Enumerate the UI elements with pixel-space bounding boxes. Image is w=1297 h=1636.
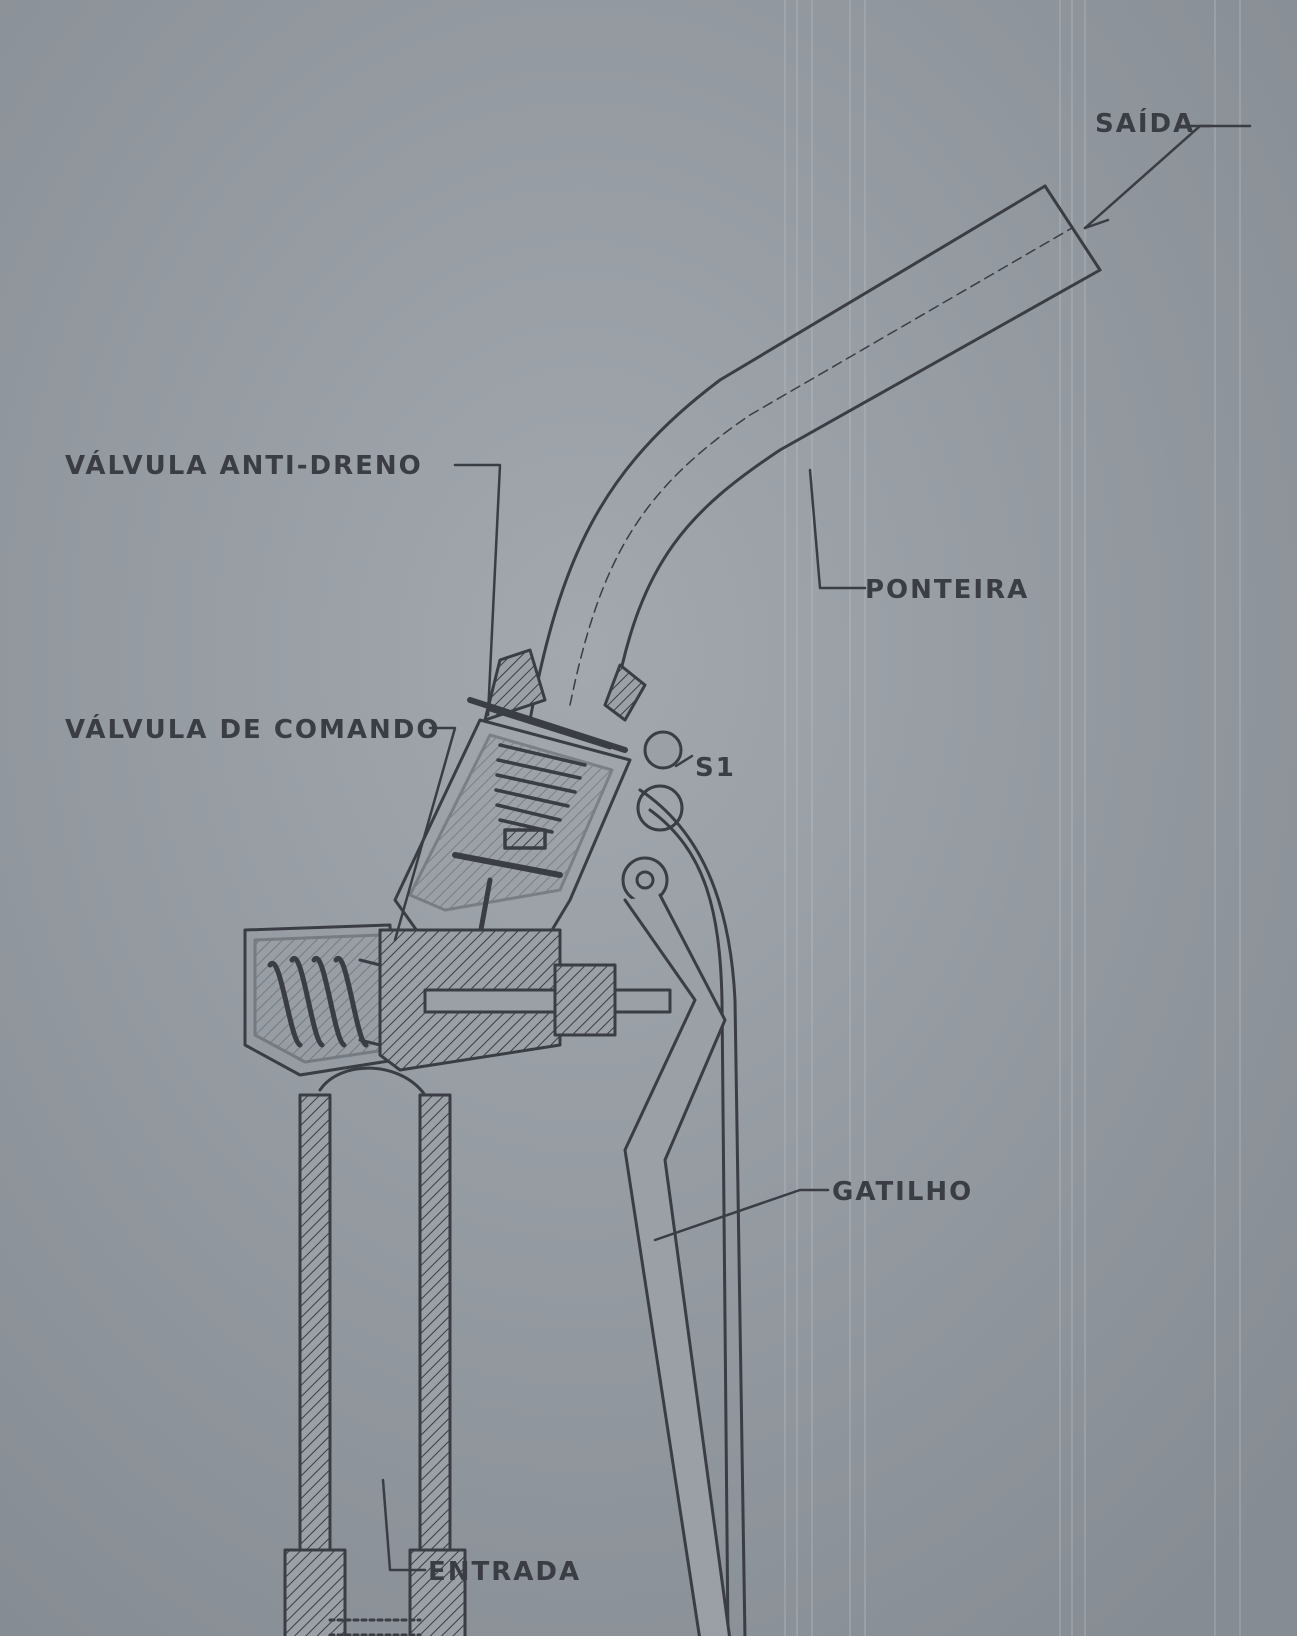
- trigger-guard: [638, 788, 747, 1636]
- label-saida: SAÍDA: [1095, 107, 1195, 139]
- valve-body: [243, 923, 672, 1077]
- s1-ball: [636, 730, 684, 832]
- inlet-spring: [267, 955, 382, 1048]
- control-valve-spring: [452, 743, 587, 938]
- label-s1: S1: [695, 753, 736, 783]
- label-gatilho: GATILHO: [832, 1177, 973, 1207]
- label-ponteira: PONTEIRA: [865, 575, 1029, 605]
- handle-inlet: [283, 1066, 467, 1636]
- label-valvula-de-comando: VÁLVULA DE COMANDO: [65, 713, 440, 745]
- label-valvula-anti-dreno: VÁLVULA ANTI-DRENO: [65, 449, 423, 481]
- label-entrada: ENTRADA: [428, 1557, 581, 1587]
- trigger-gatilho: [621, 856, 731, 1636]
- spout-ponteira: [528, 184, 1102, 722]
- scan-streaks: [784, 0, 1241, 1636]
- leader-lines: [381, 124, 1252, 1572]
